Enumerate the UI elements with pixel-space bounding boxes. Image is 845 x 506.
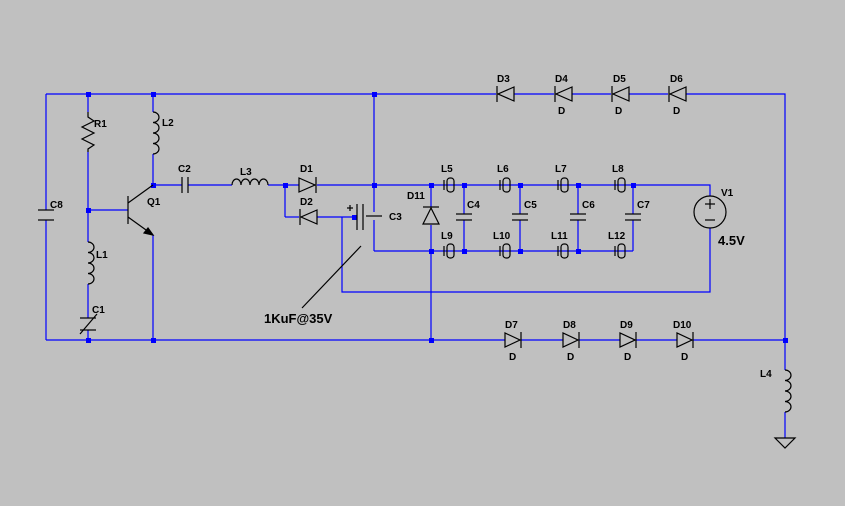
capacitor-c8 [38, 209, 54, 221]
label-l6: L6 [497, 164, 509, 175]
label-l8: L8 [612, 164, 624, 175]
capacitor-c5 [512, 213, 528, 221]
label-d7: D7 [505, 320, 518, 331]
label-d5: D5 [613, 74, 626, 85]
value-v1: 4.5V [718, 233, 745, 248]
annotation-leader-line [301, 245, 362, 309]
value-d9: D [624, 352, 631, 363]
voltage-source-v1 [693, 195, 727, 229]
label-c7: C7 [637, 200, 650, 211]
label-d8: D8 [563, 320, 576, 331]
capacitor-c6 [570, 213, 586, 221]
label-q1: Q1 [147, 197, 161, 208]
label-l11: L11 [551, 231, 568, 242]
transistor-q1 [127, 184, 155, 236]
label-c4: C4 [467, 200, 480, 211]
label-c5: C5 [524, 200, 537, 211]
label-c2: C2 [178, 164, 191, 175]
label-c6: C6 [582, 200, 595, 211]
label-l9: L9 [441, 231, 453, 242]
inductor-l11 [557, 243, 569, 259]
capacitor-c1 [79, 313, 98, 335]
inductor-l5 [443, 177, 455, 193]
label-l12: L12 [608, 231, 626, 242]
label-c1: C1 [92, 305, 105, 316]
wires [45, 93, 786, 438]
inductor-l10 [499, 243, 511, 259]
diode-d11 [422, 206, 440, 225]
ground-icon [773, 437, 797, 449]
label-d3: D3 [497, 74, 510, 85]
diode-d7 [504, 332, 522, 348]
diode-d1 [298, 177, 317, 193]
component-labels: R1 L2 C2 L3 D1 D2 Q1 C8 L1 C1 C3 D11 L5 … [50, 74, 772, 380]
junction-dots [86, 92, 788, 343]
value-d7: D [509, 352, 516, 363]
resistor-r1 [80, 112, 96, 152]
label-d6: D6 [670, 74, 683, 85]
label-c8: C8 [50, 200, 63, 211]
inductor-l1 [87, 241, 95, 285]
inductor-l6 [499, 177, 511, 193]
label-l4: L4 [760, 369, 772, 380]
label-v1: V1 [721, 188, 734, 199]
inductor-l12 [614, 243, 626, 259]
label-l7: L7 [555, 164, 567, 175]
label-l3: L3 [240, 167, 252, 178]
label-d2: D2 [300, 197, 313, 208]
diode-d3 [496, 86, 515, 102]
label-l5: L5 [441, 164, 453, 175]
value-d5: D [615, 106, 622, 117]
diode-d10 [676, 332, 694, 348]
label-c3: C3 [389, 212, 402, 223]
inductor-l2 [152, 111, 160, 155]
diode-d5 [611, 86, 630, 102]
value-d4: D [558, 106, 565, 117]
inductor-l7 [557, 177, 569, 193]
inductor-l3 [231, 178, 269, 186]
label-r1: R1 [94, 119, 107, 130]
capacitor-c3 [347, 204, 382, 230]
inductor-l9 [443, 243, 455, 259]
label-l10: L10 [493, 231, 511, 242]
value-d8: D [567, 352, 574, 363]
diode-d8 [562, 332, 580, 348]
capacitor-c7 [625, 213, 641, 221]
inductor-l8 [614, 177, 626, 193]
label-d9: D9 [620, 320, 633, 331]
label-l1: L1 [96, 250, 108, 261]
label-l2: L2 [162, 118, 174, 129]
label-d11: D11 [407, 191, 425, 202]
diode-d4 [554, 86, 573, 102]
diode-d2 [299, 209, 318, 225]
diode-d9 [619, 332, 637, 348]
value-d6: D [673, 106, 680, 117]
value-d10: D [681, 352, 688, 363]
capacitor-c4 [456, 213, 472, 221]
inductor-l4 [784, 369, 792, 413]
label-d4: D4 [555, 74, 568, 85]
annotation-capacitor-rating: 1KuF@35V [264, 311, 333, 326]
capacitor-c2 [181, 177, 189, 193]
label-d10: D10 [673, 320, 692, 331]
label-d1: D1 [300, 164, 313, 175]
diode-d6 [668, 86, 687, 102]
